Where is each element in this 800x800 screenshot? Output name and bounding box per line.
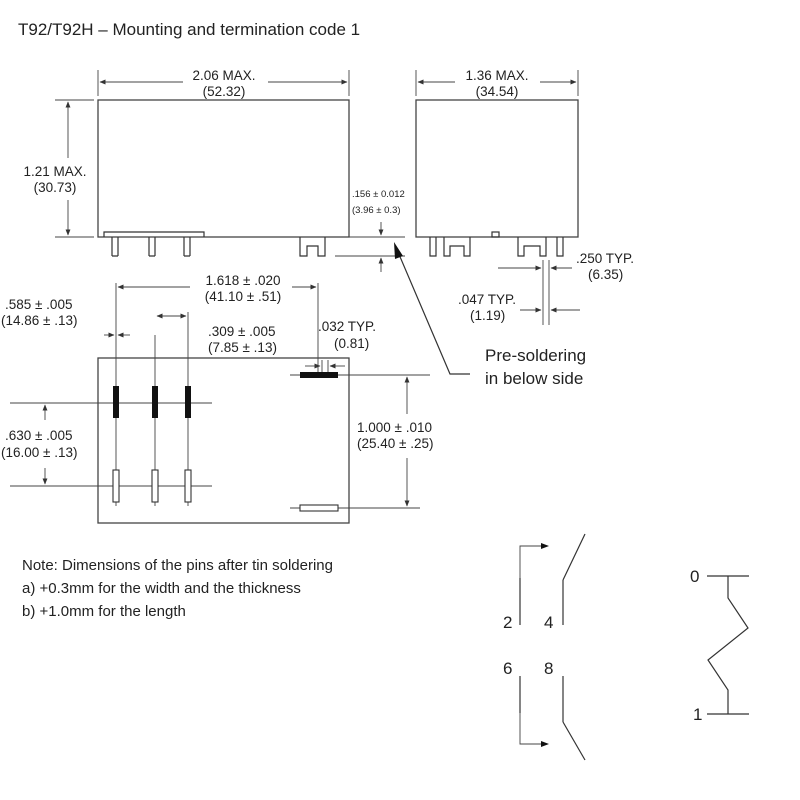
callout-line-2: in below side	[485, 369, 583, 388]
standoff-mm-label: (3.96 ± 0.3)	[352, 205, 401, 216]
thickness-mm-label: (0.81)	[334, 336, 369, 351]
pin-width-in-label: .047 TYP.	[458, 292, 516, 307]
offset-mm-label: (14.86 ± .13)	[1, 313, 77, 328]
pin-2-label: 2	[503, 613, 512, 632]
front-view-pins	[103, 231, 326, 257]
length-in-label: 2.06 MAX.	[192, 68, 255, 83]
length-mm-label: (52.32)	[203, 84, 246, 99]
span-in-label: 1.618 ± .020	[206, 273, 281, 288]
width-in-label: 1.36 MAX.	[465, 68, 528, 83]
row-in-label: .630 ± .005	[5, 428, 72, 443]
side-view-pins	[429, 231, 564, 257]
standoff-in-label: .156 ± 0.012	[352, 189, 405, 200]
solder-note: Note: Dimensions of the pins after tin s…	[22, 554, 333, 623]
footprint-view: 1.618 ± .020 (41.10 ± .51) .585 ± .005 (…	[1, 273, 433, 524]
pre-soldering-callout: Pre-soldering in below side	[394, 242, 586, 388]
offset-in-label: .585 ± .005	[5, 297, 72, 312]
thickness-in-label: .032 TYP.	[318, 319, 376, 334]
coil-in-label: 1.000 ± .010	[357, 420, 432, 435]
pin-6-label: 6	[503, 659, 512, 678]
note-line-1: Note: Dimensions of the pins after tin s…	[22, 557, 333, 574]
pin-8-label: 8	[544, 659, 553, 678]
side-view: 1.36 MAX. (34.54) .250 TYP. (6.35) .047 …	[415, 68, 634, 325]
footprint-pins	[112, 372, 339, 512]
width-mm-label: (34.54)	[476, 84, 519, 99]
callout-arrowhead	[394, 242, 403, 259]
row-mm-label: (16.00 ± .13)	[1, 445, 77, 460]
footprint-outline	[97, 357, 350, 524]
coil-mm-label: (25.40 ± .25)	[357, 436, 433, 451]
pin-length-mm-label: (6.35)	[588, 267, 623, 282]
coil-terminal-1-label: 1	[693, 705, 702, 724]
front-view: 2.06 MAX. (52.32) 1.21 MAX. (30.73) .156…	[23, 68, 405, 272]
note-line-3: b) +1.0mm for the length	[22, 603, 186, 620]
pitch-in-label: .309 ± .005	[208, 324, 275, 339]
pin-4-label: 4	[544, 613, 553, 632]
contact-schematic: 2 4 6 8	[503, 533, 586, 761]
note-line-2: a) +0.3mm for the width and the thicknes…	[22, 580, 301, 597]
coil-terminal-0-label: 0	[690, 567, 699, 586]
span-mm-label: (41.10 ± .51)	[205, 289, 281, 304]
front-view-body	[97, 99, 350, 238]
height-mm-label: (30.73)	[34, 180, 77, 195]
coil-schematic: 0 1	[690, 567, 749, 724]
pin-width-mm-label: (1.19)	[470, 308, 505, 323]
pitch-mm-label: (7.85 ± .13)	[208, 340, 277, 355]
side-view-body	[415, 99, 579, 238]
callout-line-1: Pre-soldering	[485, 346, 586, 365]
page-title: T92/T92H – Mounting and termination code…	[18, 20, 360, 39]
height-in-label: 1.21 MAX.	[23, 164, 86, 179]
pin-length-in-label: .250 TYP.	[576, 251, 634, 266]
